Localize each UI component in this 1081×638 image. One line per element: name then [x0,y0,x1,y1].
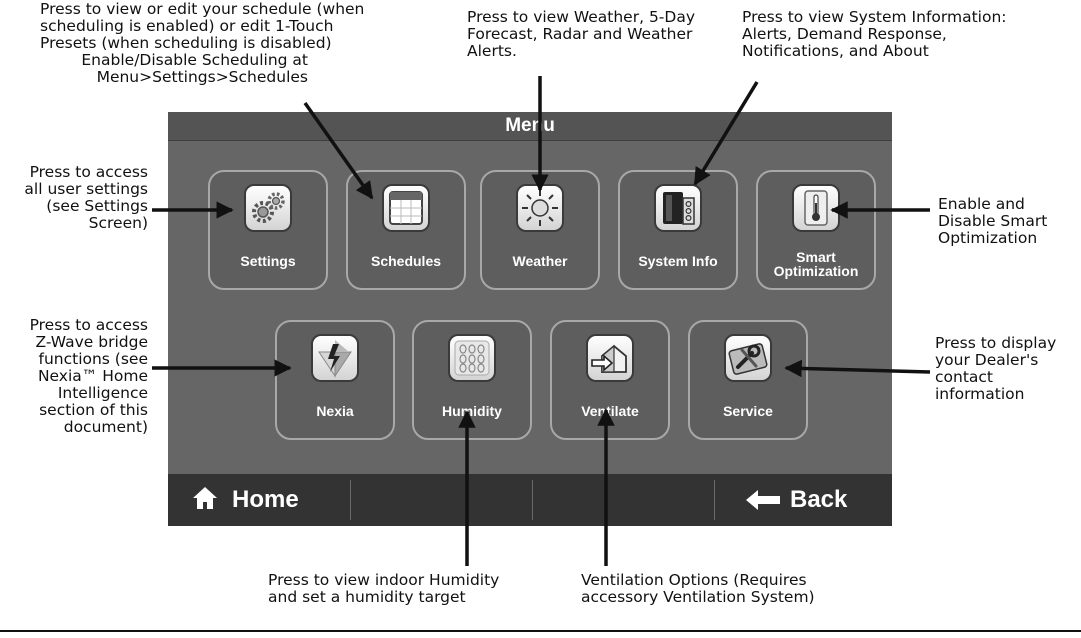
callout-schedules: Press to view or edit your schedule (whe… [40,0,365,86]
callout-ventilate: Ventilation Options (Requires accessory … [581,571,815,606]
settings-label: Settings [240,253,296,269]
home-icon [193,487,217,509]
back-button[interactable]: Back [728,474,878,526]
home-button[interactable]: Home [186,474,346,526]
house-vent-icon [586,334,634,382]
system-unit-icon [654,184,702,232]
system-info-label: System Info [638,253,718,269]
callout-settings: Press to access all user settings (see S… [24,163,148,232]
smart-optimization-label: Smart Optimization [773,249,859,279]
divider [350,480,351,520]
bottom-nav-bar: Home Back [168,474,892,526]
callout-nexia: Press to access Z-Wave bridge functions … [29,316,148,436]
schedules-label: Schedules [370,253,442,269]
gear-icon [244,184,292,232]
nexia-label: Nexia [316,403,354,419]
divider [532,480,533,520]
humidity-drops-icon [448,334,496,382]
smart-optimization-button[interactable]: Smart Optimization [756,170,876,290]
ventilate-label: Ventilate [581,403,639,419]
humidity-label: Humidity [442,403,502,419]
service-button[interactable]: Service [688,320,808,440]
callout-smart-optimization: Enable and Disable Smart Optimization [938,195,1048,247]
system-info-button[interactable]: System Info [618,170,738,290]
thermometer-icon [792,184,840,232]
menu-title: Menu [168,112,892,141]
sun-icon [516,184,564,232]
callout-service: Press to display your Dealer's contact i… [935,334,1057,403]
callout-weather: Press to view Weather, 5-Day Forecast, R… [467,8,696,60]
divider [714,480,715,520]
back-arrow-icon [746,490,780,510]
service-label: Service [723,403,773,419]
back-label: Back [790,486,848,513]
callout-system-info: Press to view System Information: Alerts… [742,8,1007,60]
schedules-button[interactable]: Schedules [346,170,466,290]
weather-label: Weather [512,253,568,269]
callout-humidity: Press to view indoor Humidity and set a … [268,571,500,606]
nexia-bolt-icon [311,334,359,382]
ventilate-button[interactable]: Ventilate [550,320,670,440]
wrench-icon [724,334,772,382]
nexia-button[interactable]: Nexia [275,320,395,440]
settings-button[interactable]: Settings [208,170,328,290]
home-label: Home [232,486,299,513]
calendar-icon [382,184,430,232]
footer-rule [0,630,1081,632]
humidity-button[interactable]: Humidity [412,320,532,440]
thermostat-screen: Menu Settings Schedules [168,112,892,526]
weather-button[interactable]: Weather [480,170,600,290]
